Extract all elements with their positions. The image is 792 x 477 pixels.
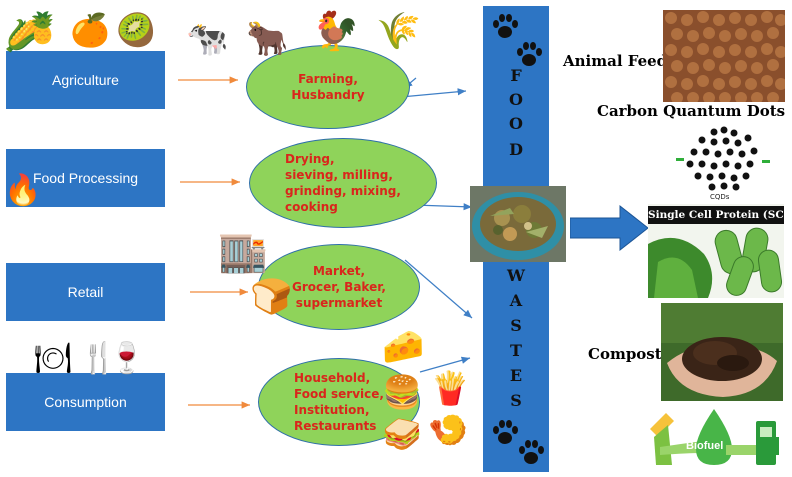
ellipse-farming: Farming, Husbandry (246, 45, 410, 129)
store-icon: 🏬 (218, 229, 268, 275)
kiwi-icon: 🥝 (116, 11, 156, 49)
orange-icon: 🍊 (70, 11, 110, 49)
corn-icon: 🌽 (4, 19, 42, 54)
cqds-caption: CQDs (710, 193, 730, 201)
process-text: Drying, sieving, milling, grinding, mixi… (285, 152, 401, 214)
biofuel-graphic (650, 409, 779, 465)
cqd-dots-graphic (676, 126, 770, 191)
rooster-icon: 🐓 (312, 9, 360, 53)
cheese-icon: 🧀 (382, 327, 425, 367)
label-carbon-quantum-dots: Carbon Quantum Dots (597, 102, 786, 120)
process-text: Farming, Husbandry (291, 72, 365, 102)
stage-label: Food Processing (32, 170, 139, 186)
stage-consumption: Consumption (6, 373, 165, 431)
sandwich-icon: 🥪 (382, 415, 422, 453)
stage-retail: Retail (6, 263, 165, 321)
waste-bin-photo (470, 186, 566, 262)
food-letter: O (509, 90, 523, 109)
process-text: Household, Food service, Institution, Re… (294, 371, 384, 433)
shrimp-icon: 🍤 (428, 411, 468, 449)
fries-icon: 🍟 (430, 369, 470, 407)
wastes-letter: E (509, 366, 523, 385)
wastes-letter: A (509, 291, 523, 310)
food-letter: D (509, 140, 523, 159)
stage-label: Agriculture (52, 72, 119, 88)
ellipse-consumption: Household, Food service, Institution, Re… (258, 358, 420, 446)
cow-icon: 🐄 (186, 19, 229, 59)
output-arrow (570, 204, 649, 252)
wastes-letter: T (510, 341, 522, 360)
fire-icon: 🔥 (4, 173, 42, 208)
stage-agriculture: Agriculture (6, 51, 165, 109)
label-compost: Compost (588, 345, 662, 363)
ox-icon: 🐂 (246, 19, 289, 59)
stage-label: Retail (67, 284, 104, 300)
paw-icon (493, 420, 518, 444)
paw-icon (519, 440, 544, 464)
wastes-letter: S (510, 391, 522, 410)
bread-icon: 🍞 (250, 277, 293, 317)
compost-photo (661, 303, 783, 401)
burger-icon: 🍔 (382, 373, 422, 411)
wine-glass-icon: 🍷 (108, 341, 146, 376)
ellipse-processing: Drying, sieving, milling, grinding, mixi… (249, 138, 437, 228)
food-letter: F (510, 66, 522, 85)
arrow-consumption-wastes (419, 356, 471, 373)
plate-cutlery-icon: 🍽 (34, 341, 73, 376)
fork-knife-icon: 🍴 (80, 341, 118, 376)
food-letter: O (509, 114, 523, 133)
rice-icon: 🌾 (376, 11, 421, 52)
label-biofuel: Biofuel (686, 440, 724, 452)
label-animal-feed: Animal Feed (563, 52, 668, 70)
label-scp: Single Cell Protein (SCP) (648, 206, 792, 224)
animal-feed-photo (663, 10, 785, 102)
process-text: Market, Grocer, Baker, supermarket (292, 264, 386, 310)
wastes-letter: S (510, 316, 522, 335)
stage-food-processing: Food Processing (6, 149, 165, 207)
paw-icon (517, 42, 542, 66)
stage-label: Consumption (44, 394, 127, 410)
wastes-letter: W (507, 266, 525, 285)
arrow-retail-wastes (404, 259, 473, 319)
ellipse-retail: Market, Grocer, Baker, supermarket (258, 244, 420, 330)
pineapple-icon: 🍍 (24, 11, 62, 46)
paw-icon (493, 14, 518, 38)
